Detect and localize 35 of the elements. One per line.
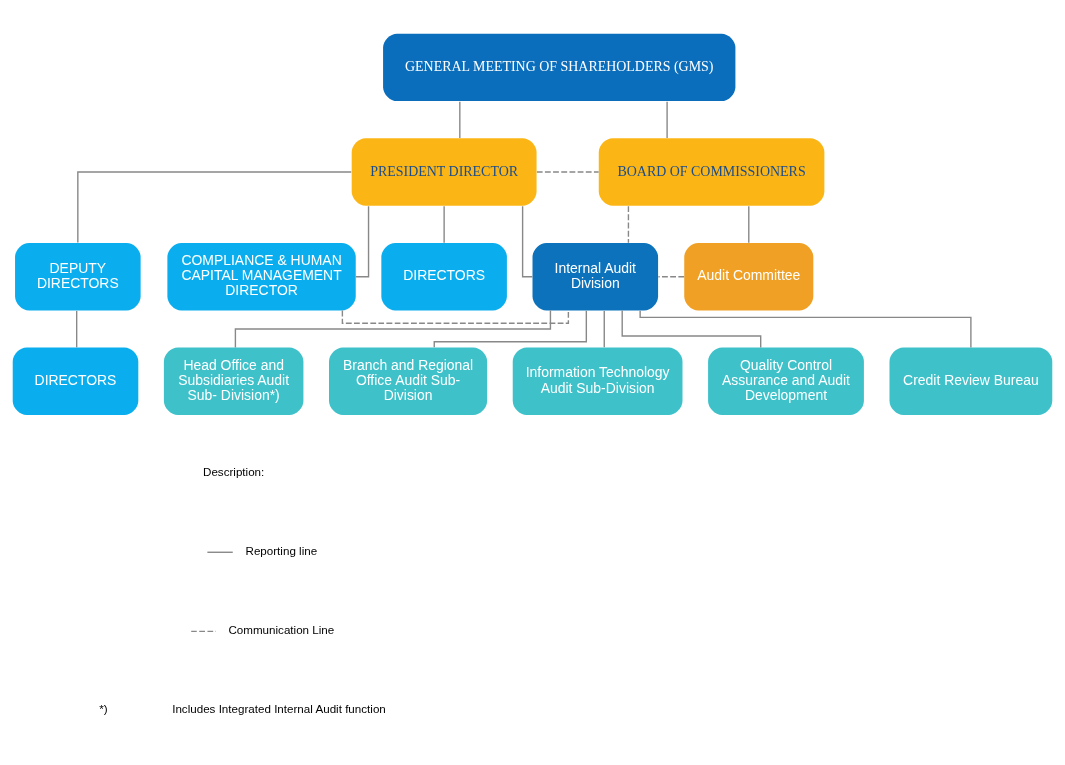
connector <box>234 309 552 349</box>
connector <box>603 310 605 349</box>
connector <box>77 171 352 244</box>
connector <box>75 310 78 349</box>
connector <box>443 205 445 244</box>
label: *) <box>99 702 108 716</box>
node-box: DIRECTORS <box>381 242 507 311</box>
node-box: Branch and Regional Office Audit Sub-Division <box>329 347 488 416</box>
node-box: DIRECTORS <box>12 347 139 416</box>
node-box: BOARD OF COMMISSIONERS <box>598 138 825 206</box>
node-box: COMPLIANCE & HUMAN CAPITAL MANAGEMENT DIRECTOR <box>167 242 356 311</box>
connector <box>666 100 668 139</box>
connector <box>657 276 685 278</box>
connector <box>639 309 972 349</box>
node-box: Audit Committee <box>684 242 814 311</box>
label: Description: <box>203 465 265 479</box>
node-box: Internal Audit Division <box>532 242 659 311</box>
connector <box>536 171 600 173</box>
connector <box>627 205 630 244</box>
node-box: Information Technology Audit Sub-Division <box>512 347 683 416</box>
connector <box>433 310 588 348</box>
node-box: DEPUTY DIRECTORS <box>15 242 141 311</box>
connector <box>748 205 750 244</box>
legend-label: Communication Line <box>228 623 335 637</box>
node-box: Credit Review Bureau <box>889 347 1053 416</box>
legend-label: Reporting line <box>245 544 318 558</box>
connector <box>621 309 762 349</box>
connector <box>459 100 461 139</box>
node-box: Head Office and Subsidiaries Audit Sub- Division*) <box>163 347 304 416</box>
node-box: Quality Control Assurance and Audit Development <box>708 347 864 416</box>
label: Includes Integrated Internal Audit function <box>172 702 386 716</box>
node-box: GENERAL MEETING OF SHAREHOLDERS (GMS) <box>383 33 736 102</box>
node-box: PRESIDENT DIRECTOR <box>351 138 537 206</box>
connector <box>521 205 534 278</box>
connector <box>341 309 570 324</box>
